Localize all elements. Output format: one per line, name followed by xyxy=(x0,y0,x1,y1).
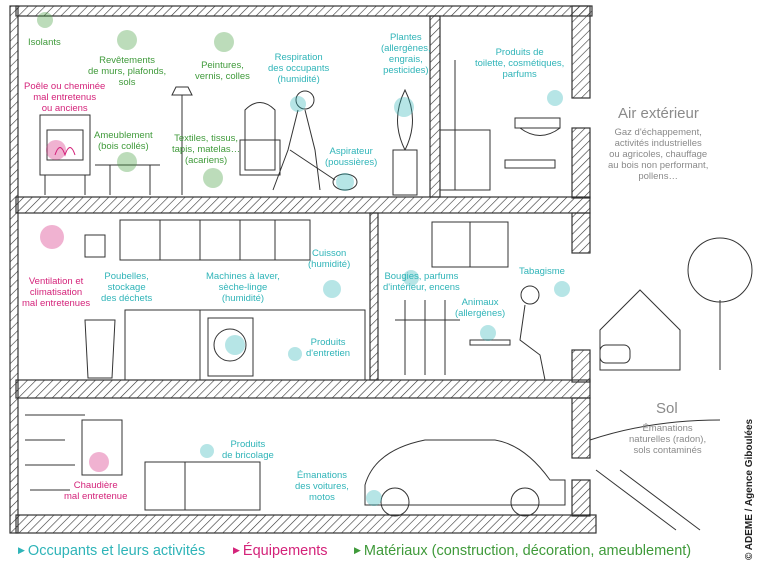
label-chaudiere: Chaudière mal entretenue xyxy=(64,480,127,502)
middle-floor-furniture xyxy=(84,219,546,381)
label-line: Émanations xyxy=(642,423,693,434)
label-ventilation: Ventilation et climatisation mal entrete… xyxy=(22,276,90,309)
label-aspirateur: Aspirateur (poussières) xyxy=(325,146,377,168)
legend-occupants-text: Occupants et leurs activités xyxy=(27,543,206,559)
label-line: au bois non performant, xyxy=(608,160,709,171)
label-line: (acariens) xyxy=(184,155,228,166)
label-line: (bois collés) xyxy=(97,141,149,152)
label-line: Respiration xyxy=(274,52,323,63)
label-sol-text: Émanations naturelles (radon), sols cont… xyxy=(629,423,706,456)
triangle-icon: ▶ xyxy=(18,545,25,555)
label-emanations-voitures: Émanations des voitures, motos xyxy=(295,470,349,503)
label-line: engrais, xyxy=(388,54,423,65)
label-line: Plantes xyxy=(389,32,422,43)
label-line: Poêle ou cheminée xyxy=(24,81,106,92)
credit-text: © ADEME / Agence Giboulées xyxy=(744,418,755,560)
label-line: d'intérieur, encens xyxy=(383,282,460,293)
label-line: motos xyxy=(309,492,335,503)
label-air-exterieur-title: Air extérieur xyxy=(618,105,699,122)
label-line: Machines à laver, xyxy=(206,271,280,282)
label-line: activités industrielles xyxy=(614,138,702,149)
legend-equipements-text: Équipements xyxy=(242,543,328,559)
label-peintures: Peintures, vernis, colles xyxy=(195,60,250,82)
label-line: tapis, matelas… xyxy=(172,144,241,155)
label-line: Ameublement xyxy=(94,130,153,141)
triangle-icon: ▶ xyxy=(354,545,361,555)
label-line: sols contaminés xyxy=(633,445,702,456)
label-line: Produits de xyxy=(495,47,544,58)
label-line: sols xyxy=(118,77,136,88)
label-line: ou anciens xyxy=(41,103,88,114)
label-line: (humidité) xyxy=(308,259,351,270)
label-bougies: Bougies, parfums d'intérieur, encens xyxy=(383,271,460,293)
label-line: stockage xyxy=(107,282,146,293)
label-line: mal entretenues xyxy=(22,298,91,309)
ground-floor-furniture xyxy=(25,414,566,517)
label-sol-title: Sol xyxy=(656,400,678,417)
label-line: Poubelles, xyxy=(104,271,149,282)
label-line: Peintures, xyxy=(201,60,244,71)
label-line: Ventilation et xyxy=(28,276,84,287)
label-line: mal entretenus xyxy=(33,92,97,103)
house-structure xyxy=(9,5,597,534)
label-respiration: Respiration des occupants (humidité) xyxy=(268,52,329,85)
label-line: des déchets xyxy=(101,293,153,304)
label-line: pesticides) xyxy=(383,65,429,76)
exterior-scene xyxy=(589,237,753,531)
label-line: des voitures, xyxy=(295,481,349,492)
label-tabagisme: Tabagisme xyxy=(519,266,565,277)
label-line: naturelles (radon), xyxy=(629,434,707,445)
pollutant-markers xyxy=(37,12,570,506)
label-revetements: Revêtements de murs, plafonds, sols xyxy=(88,55,166,88)
label-line: Bougies, parfums xyxy=(384,271,459,282)
label-line: parfums xyxy=(502,69,537,80)
label-line: Gaz d'échappement, xyxy=(614,127,702,138)
legend-materiaux-text: Matériaux (construction, décoration, ame… xyxy=(363,543,692,559)
label-line: d'entretien xyxy=(306,348,351,359)
label-line: pollens… xyxy=(638,171,678,182)
label-line: Cuisson xyxy=(311,248,347,259)
label-line: (humidité) xyxy=(221,293,265,304)
label-poubelles: Poubelles, stockage des déchets xyxy=(101,271,152,304)
label-line: Animaux xyxy=(461,297,499,308)
label-line: (poussières) xyxy=(325,157,378,168)
legend-materiaux: ▶Matériaux (construction, décoration, am… xyxy=(354,542,691,559)
label-air-exterieur-text: Gaz d'échappement, activités industriell… xyxy=(608,127,708,182)
label-line: Émanations xyxy=(296,470,348,481)
label-line: mal entretenue xyxy=(64,491,128,502)
label-line: toilette, cosmétiques, xyxy=(475,58,565,69)
label-line: Produits xyxy=(310,337,346,348)
label-line: de murs, plafonds, xyxy=(88,66,167,77)
legend-equipements: ▶Équipements xyxy=(233,542,328,559)
label-line: sèche-linge xyxy=(218,282,268,293)
label-machines: Machines à laver, sèche-linge (humidité) xyxy=(206,271,280,304)
label-produits-bricolage: Produits de bricolage xyxy=(222,439,274,461)
label-ameublement: Ameublement (bois collés) xyxy=(94,130,153,152)
label-poele: Poêle ou cheminée mal entretenus ou anci… xyxy=(24,81,105,114)
label-line: Produits xyxy=(230,439,266,450)
label-line: climatisation xyxy=(29,287,83,298)
label-produits-entretien: Produits d'entretien xyxy=(306,337,350,359)
label-line: de bricolage xyxy=(222,450,274,461)
label-line: Revêtements xyxy=(99,55,156,66)
label-line: des occupants xyxy=(268,63,330,74)
label-textiles: Textiles, tissus, tapis, matelas… (acari… xyxy=(172,133,240,166)
label-line: ou agricoles, chauffage xyxy=(609,149,708,160)
label-line: Aspirateur xyxy=(329,146,373,157)
label-line: (allergènes) xyxy=(455,308,506,319)
label-isolants: Isolants xyxy=(28,37,61,48)
upper-floor-furniture xyxy=(39,60,561,196)
label-cuisson: Cuisson (humidité) xyxy=(308,248,350,270)
label-line: Textiles, tissus, xyxy=(174,133,238,144)
label-animaux: Animaux (allergènes) xyxy=(455,297,505,319)
label-plantes: Plantes (allergènes, engrais, pesticides… xyxy=(381,32,431,76)
legend-occupants: ▶Occupants et leurs activités xyxy=(18,542,205,559)
label-line: vernis, colles xyxy=(195,71,250,82)
label-produits-toilette: Produits de toilette, cosmétiques, parfu… xyxy=(475,47,564,80)
label-line: (allergènes, xyxy=(381,43,431,54)
label-line: Chaudière xyxy=(73,480,118,491)
label-line: (humidité) xyxy=(277,74,320,85)
triangle-icon: ▶ xyxy=(233,545,240,555)
